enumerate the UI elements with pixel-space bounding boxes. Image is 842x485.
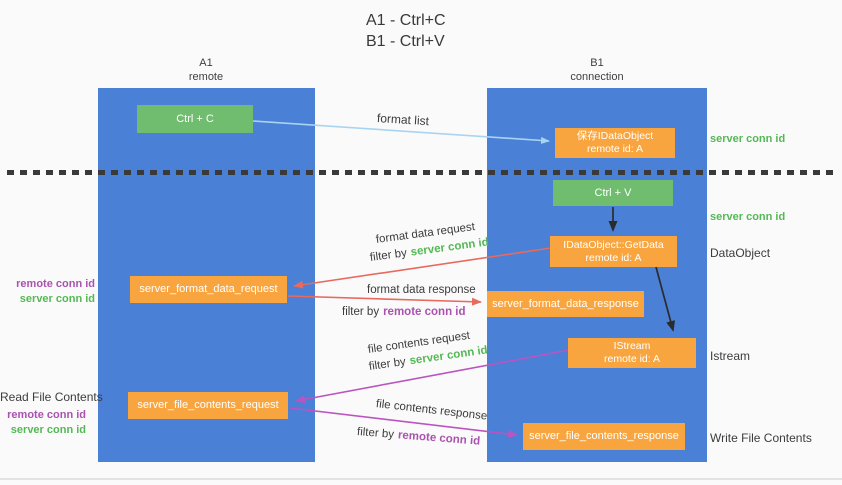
ctrl-v-node: Ctrl + V [553,180,673,206]
right-column-name: B1 [590,57,604,69]
file-request-conn-ids: remote conn id server conn id [0,408,86,438]
read-file-contents-label: Read File Contents [0,390,103,404]
save-idataobject-line2: remote id: A [586,143,644,155]
filter-by-text: filter by [368,355,407,373]
server-format-data-request-node: server_format_data_request [130,276,287,303]
getdata-line1: IDataObject::GetData [563,238,664,251]
istream-line1: IStream [613,340,651,352]
write-file-contents-label: Write File Contents [710,431,812,445]
remote-conn-id-text: remote conn id [397,429,481,448]
istream-node: IStream remote id: A [568,338,696,368]
session-divider-dotted-line [7,170,835,175]
diagram-title: A1 - Ctrl+C B1 - Ctrl+V [366,10,446,52]
istream-line2: remote id: A [603,353,661,365]
right-column-header: B1 connection [537,56,657,84]
remote-conn-id-label: remote conn id [7,409,86,421]
filter-by-text: filter by [356,426,395,441]
right-column-role: connection [570,71,624,83]
left-column-role: remote [188,71,224,83]
server-conn-id-label: server conn id [10,424,86,436]
title-line-2: B1 - Ctrl+V [366,33,445,50]
filter-by-text: filter by [369,247,408,264]
left-column-header: A1 remote [146,56,266,84]
format-data-response-label: format data response [367,284,476,296]
server-conn-id-top-label: server conn id [710,133,786,145]
server-conn-id-label: server conn id [19,293,95,305]
getdata-line2: remote id: A [585,251,642,264]
remote-conn-id-label: remote conn id [16,278,95,290]
format-data-response-arrow [287,295,482,306]
getdata-node: IDataObject::GetData remote id: A [550,236,677,267]
server-file-contents-request-node: server_file_contents_request [128,392,288,419]
istream-label: Istream [710,349,751,363]
ctrl-c-node: Ctrl + C [137,105,253,133]
format-request-conn-ids: remote conn id server conn id [0,277,95,307]
window-bottom-edge [0,478,842,480]
file-contents-response-label: file contents response [375,398,488,423]
save-idataobject-line1: 保存IDataObject [576,130,654,142]
filter-by-text: filter by [342,306,380,318]
left-column-name: A1 [199,57,213,69]
server-conn-id-mid-label: server conn id [710,211,786,223]
format-list-label: format list [376,111,430,129]
save-idataobject-node: 保存IDataObject remote id: A [555,128,675,158]
remote-conn-id-text: remote conn id [383,306,466,318]
server-file-contents-response-node: server_file_contents_response [523,423,685,450]
server-format-data-response-node: server_format_data_response [487,291,644,317]
dataobject-label: DataObject [710,246,771,260]
title-line-1: A1 - Ctrl+C [366,12,446,29]
